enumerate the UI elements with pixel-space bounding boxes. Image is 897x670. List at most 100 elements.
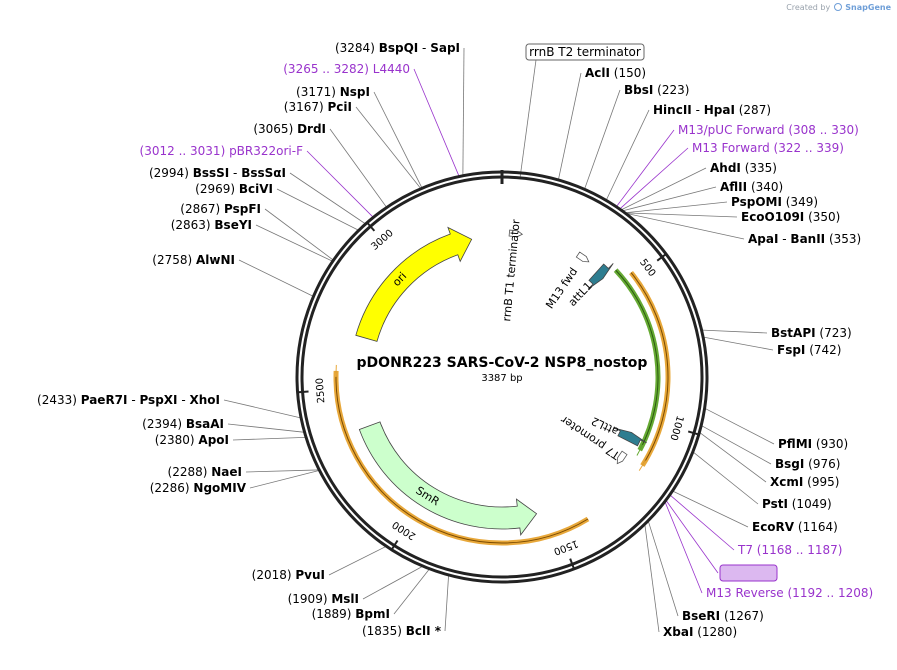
leader-m13-rev: [666, 500, 719, 574]
site-label-bspqi: (3284) BspQI - SapI: [335, 41, 460, 55]
tick-3000: [365, 221, 376, 232]
site-pspfi: (2867) PspFI: [180, 202, 261, 216]
site-label-l4440: (3265 .. 3282) L4440: [283, 62, 410, 76]
leader-alwni: [238, 259, 313, 297]
feature-attl2: [613, 427, 647, 447]
site-xbai: XbaI (1280): [663, 625, 737, 639]
site-label-m13-reverse: M13 Reverse (1192 .. 1208): [706, 586, 873, 600]
leader-naei: [245, 469, 319, 473]
site-label-aflii: AflII (340): [720, 180, 783, 194]
tick-label-1000: 1000: [667, 414, 685, 442]
leader-bsgi: [701, 425, 772, 465]
site-xcmi: XcmI (995): [770, 475, 839, 489]
feature-t7-promoter: [616, 450, 628, 465]
site-ecoo109i: EcoO109I (350): [741, 210, 840, 224]
leader-ecoo109i: [626, 212, 738, 218]
leader-pbr322ori-f: [306, 150, 373, 217]
site-naei: (2288) NaeI: [168, 465, 242, 479]
leader-ecorv: [673, 490, 749, 528]
site-label-bbsi: BbsI (223): [624, 83, 689, 97]
site-psti: PstI (1049): [762, 497, 832, 511]
site-label-bcli: (1835) BclI *: [362, 624, 442, 638]
site-ecorv: EcoRV (1164): [752, 520, 838, 534]
site-label-m13-forward: M13 Forward (322 .. 339): [692, 141, 844, 155]
leader-pvui: [328, 546, 386, 576]
tick-label-2500: 2500: [315, 377, 328, 403]
site-label-bseyi: (2863) BseYI: [171, 218, 252, 232]
site-label-pcii: (3167) PciI: [284, 100, 352, 114]
leader-bsaai: [227, 423, 304, 433]
arc-orange-right-end: [638, 460, 647, 471]
site-label-pflmi: PflMI (930): [778, 437, 848, 451]
leader-m13-forward: [620, 147, 689, 209]
site-bseyi: (2863) BseYI: [171, 218, 252, 232]
site-label-bsaai: (2394) BsaAI: [142, 417, 224, 431]
site-label-ngomiv: (2286) NgoMIV: [150, 481, 247, 495]
boxed-label-frame: [525, 43, 645, 61]
site-label-bseri: BseRI (1267): [682, 609, 764, 623]
site-label-m13-puc-forward: M13/pUC Forward (308 .. 330): [678, 123, 859, 137]
tick-label-3000: 3000: [369, 228, 395, 253]
site-pbr322ori-f: (3012 .. 3031) pBR322ori-F: [140, 144, 304, 158]
site-label-acli: AclI (150): [585, 66, 646, 80]
leader-ahdi: [621, 167, 707, 210]
site-label-psti: PstI (1049): [762, 497, 832, 511]
site-bstapi: BstAPI (723): [771, 326, 852, 340]
tick-label-500: 500: [637, 257, 657, 279]
site-apai: ApaI - BanII (353): [748, 232, 861, 246]
plasmid-backbone: [295, 170, 709, 584]
leader-bpmi: [393, 569, 430, 615]
leader-pcii: [355, 106, 421, 189]
site-m13-puc-forward: M13/pUC Forward (308 .. 330): [678, 123, 859, 137]
site-bseri: BseRI (1267): [682, 609, 764, 623]
arc-orange-right-core: [630, 272, 669, 466]
site-bsgi: BsgI (976): [775, 457, 840, 471]
feature-ori: [355, 226, 473, 342]
site-bcivi: (2969) BciVI: [195, 182, 273, 196]
site-label-pspfi: (2867) PspFI: [180, 202, 261, 216]
annotation-arcs: [333, 268, 671, 546]
site-msli: (1909) MslI: [288, 592, 359, 606]
leader-bcli: [444, 575, 449, 632]
site-bpmi: (1889) BpmI: [312, 607, 390, 621]
leader-apoi: [232, 436, 306, 441]
leader-xcmi: [700, 432, 767, 483]
site-label-xcmi: XcmI (995): [770, 475, 839, 489]
feature-m13-fwd: [575, 251, 590, 263]
snapgene-credit: Created by SnapGene: [786, 3, 891, 12]
site-label-xbai: XbaI (1280): [663, 625, 737, 639]
site-pcii: (3167) PciI: [284, 100, 352, 114]
leader-pspomi: [626, 201, 728, 214]
site-hincii: HincII - HpaI (287): [653, 103, 771, 117]
site-m13-forward: M13 Forward (322 .. 339): [692, 141, 844, 155]
leader-hincii: [606, 109, 650, 200]
feature-label-rrnb-t1-terminator: rrnB T1 terminator: [500, 218, 522, 322]
leader-bsssi: [289, 172, 365, 224]
site-label-nspi: (3171) NspI: [296, 85, 370, 99]
leader-bstapi: [702, 329, 768, 334]
leader-rrnb-t2-terminator: [519, 59, 537, 179]
leader-paer7i: [223, 399, 301, 419]
site-label-bstapi: BstAPI (723): [771, 326, 852, 340]
leader-bseyi: [255, 224, 333, 262]
site-label-hincii: HincII - HpaI (287): [653, 103, 771, 117]
leader-apai: [627, 213, 745, 240]
site-label-drdi: (3065) DrdI: [253, 122, 326, 136]
leader-l4440: [413, 68, 460, 176]
credit-text: Created by: [786, 3, 831, 12]
site-label-alwni: (2758) AlwNI: [152, 253, 235, 267]
site-bsssi: (2994) BssSI - BssSαI: [149, 166, 286, 180]
leader-psti: [693, 452, 759, 505]
arc-green-end: [636, 444, 644, 456]
tick-label-1500: 1500: [552, 537, 580, 556]
site-bbsi: BbsI (223): [624, 83, 689, 97]
site-m13-reverse: M13 Reverse (1192 .. 1208): [706, 586, 873, 600]
leader-aflii: [623, 186, 717, 212]
site-m13-rev: M13 rev: [719, 564, 778, 582]
plasmid-size: 3387 bp: [481, 373, 522, 384]
leader-m13-reverse: [664, 502, 703, 594]
site-bcli: (1835) BclI *: [362, 624, 442, 638]
site-label-apoi: (2380) ApoI: [155, 433, 229, 447]
highlight-box: [719, 564, 778, 582]
